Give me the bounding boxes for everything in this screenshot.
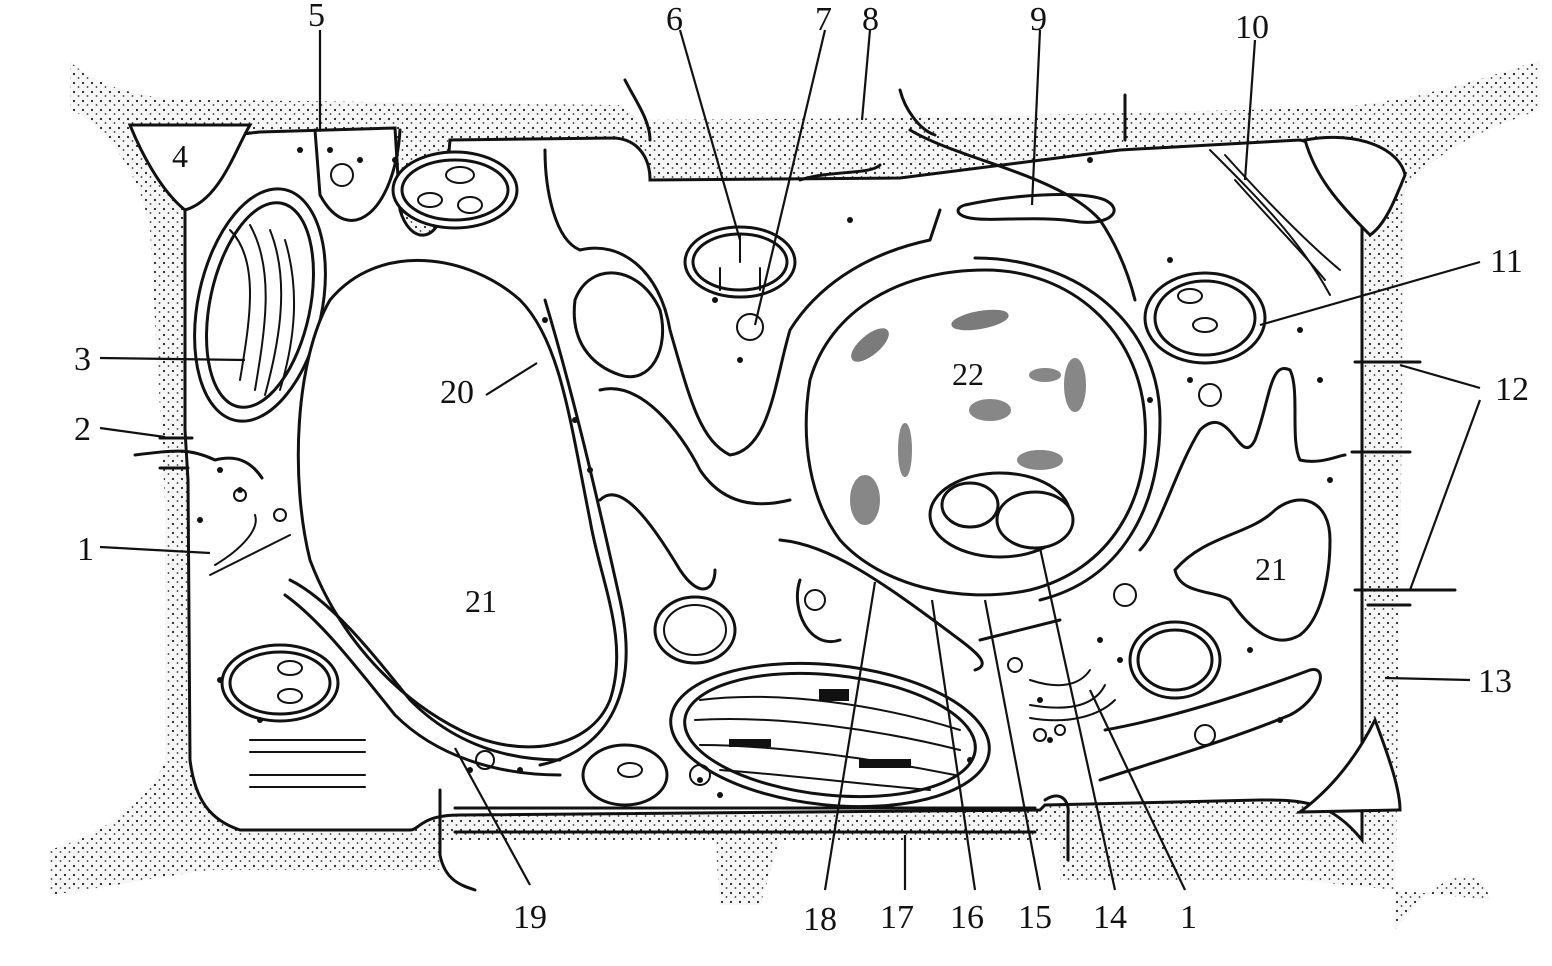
rough-er-top bbox=[798, 163, 882, 182]
er-nucleus-bottom bbox=[778, 538, 984, 672]
label-10: 10 bbox=[1235, 9, 1269, 46]
chloroplast-upper-left bbox=[193, 187, 327, 423]
label-21-right: 21 bbox=[1255, 551, 1287, 587]
label-17: 17 bbox=[880, 899, 914, 936]
label-15: 15 bbox=[1018, 899, 1052, 936]
nucleus bbox=[804, 256, 1162, 602]
golgi-lower-right bbox=[1029, 669, 1116, 722]
golgi-left bbox=[209, 514, 366, 788]
label-4: 4 bbox=[172, 138, 188, 174]
mitochondrion-top bbox=[391, 150, 519, 230]
label-16: 16 bbox=[950, 899, 984, 936]
mitochondrion-center-small bbox=[653, 595, 737, 665]
leader-lines bbox=[99, 29, 1482, 891]
golgi-10 bbox=[1209, 149, 1341, 296]
label-14: 14 bbox=[1093, 899, 1127, 936]
rough-er-left bbox=[288, 578, 562, 762]
small-vacuole bbox=[572, 271, 665, 379]
label-5: 5 bbox=[308, 0, 325, 34]
label-3: 3 bbox=[74, 341, 91, 378]
label-2: 2 bbox=[74, 411, 91, 448]
label-6: 6 bbox=[666, 1, 683, 38]
mitochondrion-bottom bbox=[581, 743, 669, 807]
er-hook bbox=[795, 578, 842, 644]
er-bottom-segment bbox=[978, 618, 1062, 642]
mitochondrion-lower-right bbox=[1128, 620, 1222, 700]
mitochondrion-lower-left bbox=[220, 643, 340, 723]
label-22: 22 bbox=[952, 356, 984, 392]
label-1-right: 1 bbox=[1180, 899, 1197, 936]
mitochondrion-11 bbox=[1143, 271, 1267, 365]
label-12: 12 bbox=[1495, 371, 1529, 408]
label-13: 13 bbox=[1478, 663, 1512, 700]
mitochondrion-6 bbox=[683, 225, 797, 299]
vacuole-right bbox=[1173, 498, 1332, 642]
vacuole-left bbox=[296, 259, 619, 749]
er-right-loop bbox=[1138, 366, 1347, 552]
label-9: 9 bbox=[1030, 1, 1047, 38]
vesicles bbox=[233, 163, 1222, 786]
label-21-left: 21 bbox=[465, 583, 497, 619]
label-19: 19 bbox=[513, 899, 547, 936]
rough-er-center bbox=[543, 148, 942, 457]
label-20: 20 bbox=[440, 374, 474, 411]
label-11: 11 bbox=[1490, 243, 1523, 280]
label-7: 7 bbox=[815, 1, 832, 38]
rough-er-lower bbox=[598, 493, 717, 591]
tonoplast-line bbox=[538, 298, 628, 767]
er-top-right bbox=[908, 128, 1137, 302]
rough-er-left-inner bbox=[283, 593, 562, 777]
label-18: 18 bbox=[803, 901, 837, 938]
smooth-er-9 bbox=[956, 193, 1116, 224]
callout-labels: 1 2 3 4 5 6 7 8 9 10 11 12 13 14 15 16 1… bbox=[74, 0, 1529, 938]
ribosomes bbox=[197, 147, 1333, 798]
er-bottom-right bbox=[1098, 668, 1322, 782]
label-1-left: 1 bbox=[77, 531, 94, 568]
label-8: 8 bbox=[862, 1, 879, 38]
rough-er-middle bbox=[598, 387, 792, 506]
chloroplast-bottom bbox=[669, 661, 991, 809]
